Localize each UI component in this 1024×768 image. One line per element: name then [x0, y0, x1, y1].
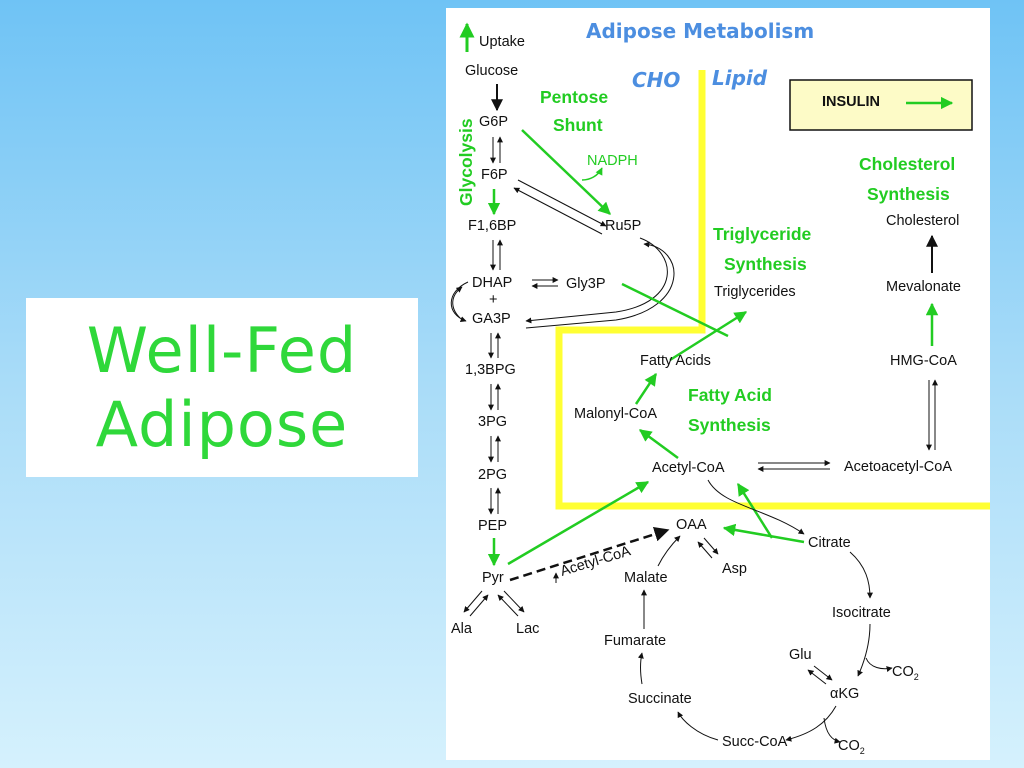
- slide-title-line2: Adipose: [95, 387, 349, 461]
- akg: αKG: [830, 686, 859, 702]
- triglyceride-label-2: Synthesis: [724, 254, 807, 274]
- fatty-acid-label-1: Fatty Acid: [688, 385, 772, 405]
- metabolism-diagram-panel: Adipose Metabolism CHO Lipid Uptake INSU…: [446, 8, 990, 760]
- glucose: Glucose: [465, 63, 518, 79]
- pentose-label-2: Shunt: [553, 115, 603, 135]
- oaa: OAA: [676, 517, 707, 533]
- triglyceride-label-1: Triglyceride: [713, 224, 812, 244]
- pyr: Pyr: [482, 570, 504, 586]
- metabolism-diagram: Adipose Metabolism CHO Lipid Uptake INSU…: [450, 19, 990, 756]
- gly3p: Gly3P: [566, 276, 606, 292]
- triglycerides: Triglycerides: [714, 284, 796, 300]
- insulin-box: [789, 79, 973, 131]
- ru5p: Ru5P: [605, 218, 641, 234]
- fumarate: Fumarate: [604, 633, 666, 649]
- cho-label: CHO: [632, 68, 680, 92]
- g6p: G6P: [479, 114, 508, 130]
- succinate: Succinate: [628, 691, 692, 707]
- lipid-label: Lipid: [712, 66, 768, 90]
- insulin-label: INSULIN: [822, 94, 880, 110]
- pentose-label-1: Pentose: [540, 87, 608, 107]
- citrate: Citrate: [808, 535, 851, 551]
- pep: PEP: [478, 518, 507, 534]
- compartment-boundary: [555, 70, 990, 510]
- plus-sign: +: [489, 292, 497, 308]
- acetoacetyl-coa: Acetoacetyl-CoA: [844, 459, 952, 475]
- slide-title-box: Well-Fed Adipose: [26, 298, 418, 477]
- asp: Asp: [722, 561, 747, 577]
- f6p: F6P: [481, 167, 508, 183]
- f16bp: F1,6BP: [468, 218, 516, 234]
- fatty-acids: Fatty Acids: [640, 353, 711, 369]
- malonyl-coa: Malonyl-CoA: [574, 406, 657, 422]
- cholesterol-label-1: Cholesterol: [859, 154, 955, 174]
- mevalonate: Mevalonate: [886, 279, 961, 295]
- co2-isocitrate: CO2: [892, 664, 919, 682]
- fatty-acid-label-2: Synthesis: [688, 415, 771, 435]
- bpg13: 1,3BPG: [465, 362, 516, 378]
- ala: Ala: [451, 621, 473, 637]
- dhap: DHAP: [472, 275, 512, 291]
- ga3p: GA3P: [472, 311, 511, 327]
- cholesterol-label-2: Synthesis: [867, 184, 950, 204]
- malate: Malate: [624, 570, 668, 586]
- nadph-label: NADPH: [587, 153, 638, 169]
- isocitrate: Isocitrate: [832, 605, 891, 621]
- co2-akg: CO2: [838, 738, 865, 756]
- diagram-header: Adipose Metabolism: [586, 19, 814, 43]
- pg3: 3PG: [478, 414, 507, 430]
- glycolysis-label: Glycolysis: [456, 118, 476, 206]
- succ-coa: Succ-CoA: [722, 734, 788, 750]
- glu: Glu: [789, 647, 812, 663]
- acetyl-coa: Acetyl-CoA: [652, 460, 725, 476]
- uptake-legend-label: Uptake: [479, 34, 525, 50]
- acetyl-coa-small: Acetyl-CoA: [558, 543, 632, 580]
- cholesterol: Cholesterol: [886, 213, 959, 229]
- hmg-coa: HMG-CoA: [890, 353, 957, 369]
- lac: Lac: [516, 621, 539, 637]
- slide-title-line1: Well-Fed: [86, 313, 358, 387]
- pg2: 2PG: [478, 467, 507, 483]
